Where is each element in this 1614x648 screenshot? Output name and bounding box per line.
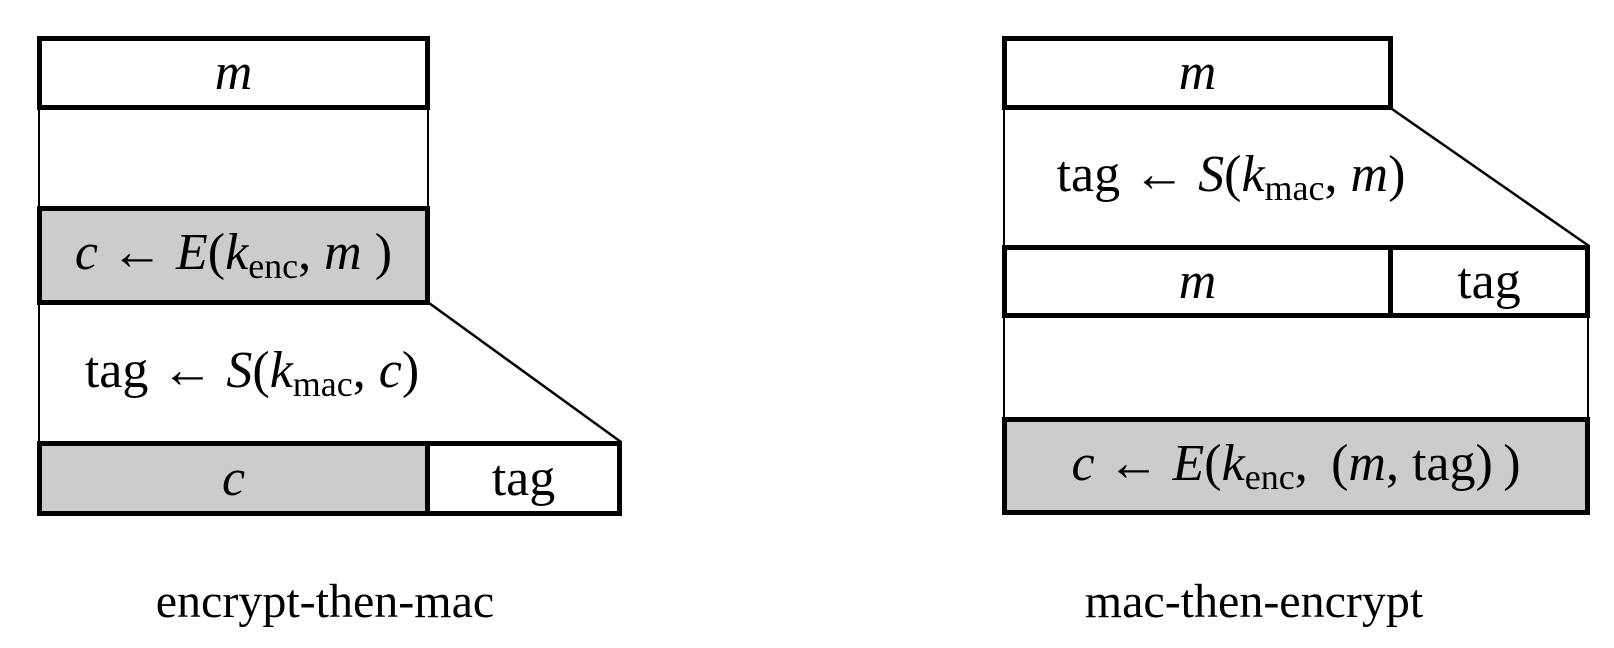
etm-mac-formula: tag ← S(kmac, c) xyxy=(84,341,420,404)
key-subscript-enc: enc xyxy=(1244,456,1295,497)
tag-var: tag xyxy=(84,341,149,399)
assign-arrow: ← xyxy=(148,341,227,399)
comma: , xyxy=(1324,145,1351,203)
close-paren: ) xyxy=(361,224,393,281)
mte-message-label: m xyxy=(1178,44,1217,101)
key-var: k xyxy=(225,224,249,281)
open-paren: ( xyxy=(207,224,226,281)
etm-encrypt-box: c ← E(kenc, m ) xyxy=(37,206,430,305)
mte-encrypt-box: c ← E(kenc, (m, tag) ) xyxy=(1002,417,1590,515)
mte-mac-step-region: tag ← S(kmac, m) xyxy=(1002,109,1460,245)
tag-var: tag xyxy=(1056,145,1121,203)
mte-middle-message-cell: m xyxy=(1002,245,1393,318)
etm-message-box: m xyxy=(37,36,430,110)
message-var: m xyxy=(324,224,362,281)
open-paren: ( xyxy=(1204,434,1222,492)
message-var: m xyxy=(1348,434,1386,492)
comma-open-paren: , ( xyxy=(1294,434,1349,492)
assign-arrow: ← xyxy=(1094,434,1173,492)
etm-message-label: m xyxy=(214,44,253,101)
mte-caption: mac-then-encrypt xyxy=(1084,575,1424,628)
etm-mac-step-region: tag ← S(kmac, c) xyxy=(37,305,467,441)
etm-output-tag-label: tag xyxy=(491,449,556,507)
mte-encrypt-formula: c ← E(kenc, (m, tag) ) xyxy=(1071,434,1521,497)
message-var: m xyxy=(1350,145,1389,203)
ciphertext-var: c xyxy=(1071,434,1095,492)
ciphertext-var: c xyxy=(74,224,99,281)
key-var: k xyxy=(269,341,293,399)
key-subscript-enc: enc xyxy=(248,246,299,286)
etm-encrypt-formula: c ← E(kenc, m ) xyxy=(74,224,393,286)
ciphertext-var: c xyxy=(378,341,402,399)
close-paren: ) xyxy=(1388,145,1406,203)
key-subscript-mac: mac xyxy=(1264,167,1325,208)
etm-output-tag-cell: tag xyxy=(425,441,622,516)
mac-function-var: S xyxy=(226,341,253,399)
key-var: k xyxy=(1221,434,1245,492)
assign-arrow: ← xyxy=(98,224,177,281)
mte-middle-tag-label: tag xyxy=(1457,252,1521,310)
close-parens: , tag) ) xyxy=(1385,434,1521,492)
open-paren: ( xyxy=(1224,145,1242,203)
encrypt-function-var: E xyxy=(1172,434,1205,492)
mte-mac-formula: tag ← S(kmac, m) xyxy=(1056,145,1406,208)
mte-message-box: m xyxy=(1002,36,1393,110)
key-var: k xyxy=(1241,145,1265,203)
mac-function-var: S xyxy=(1198,145,1225,203)
open-paren: ( xyxy=(252,341,270,399)
comma: , xyxy=(352,341,379,399)
encrypt-function-var: E xyxy=(176,224,208,281)
key-subscript-mac: mac xyxy=(292,363,353,404)
close-paren: ) xyxy=(401,341,420,399)
comma: , xyxy=(298,224,325,281)
assign-arrow: ← xyxy=(1120,145,1199,203)
etm-caption: encrypt-then-mac xyxy=(155,575,495,628)
etm-output-ciphertext-cell: c xyxy=(37,441,430,516)
mte-middle-tag-cell: tag xyxy=(1388,245,1590,318)
etm-output-ciphertext-label: c xyxy=(221,449,246,507)
mte-middle-message-label: m xyxy=(1178,252,1217,310)
